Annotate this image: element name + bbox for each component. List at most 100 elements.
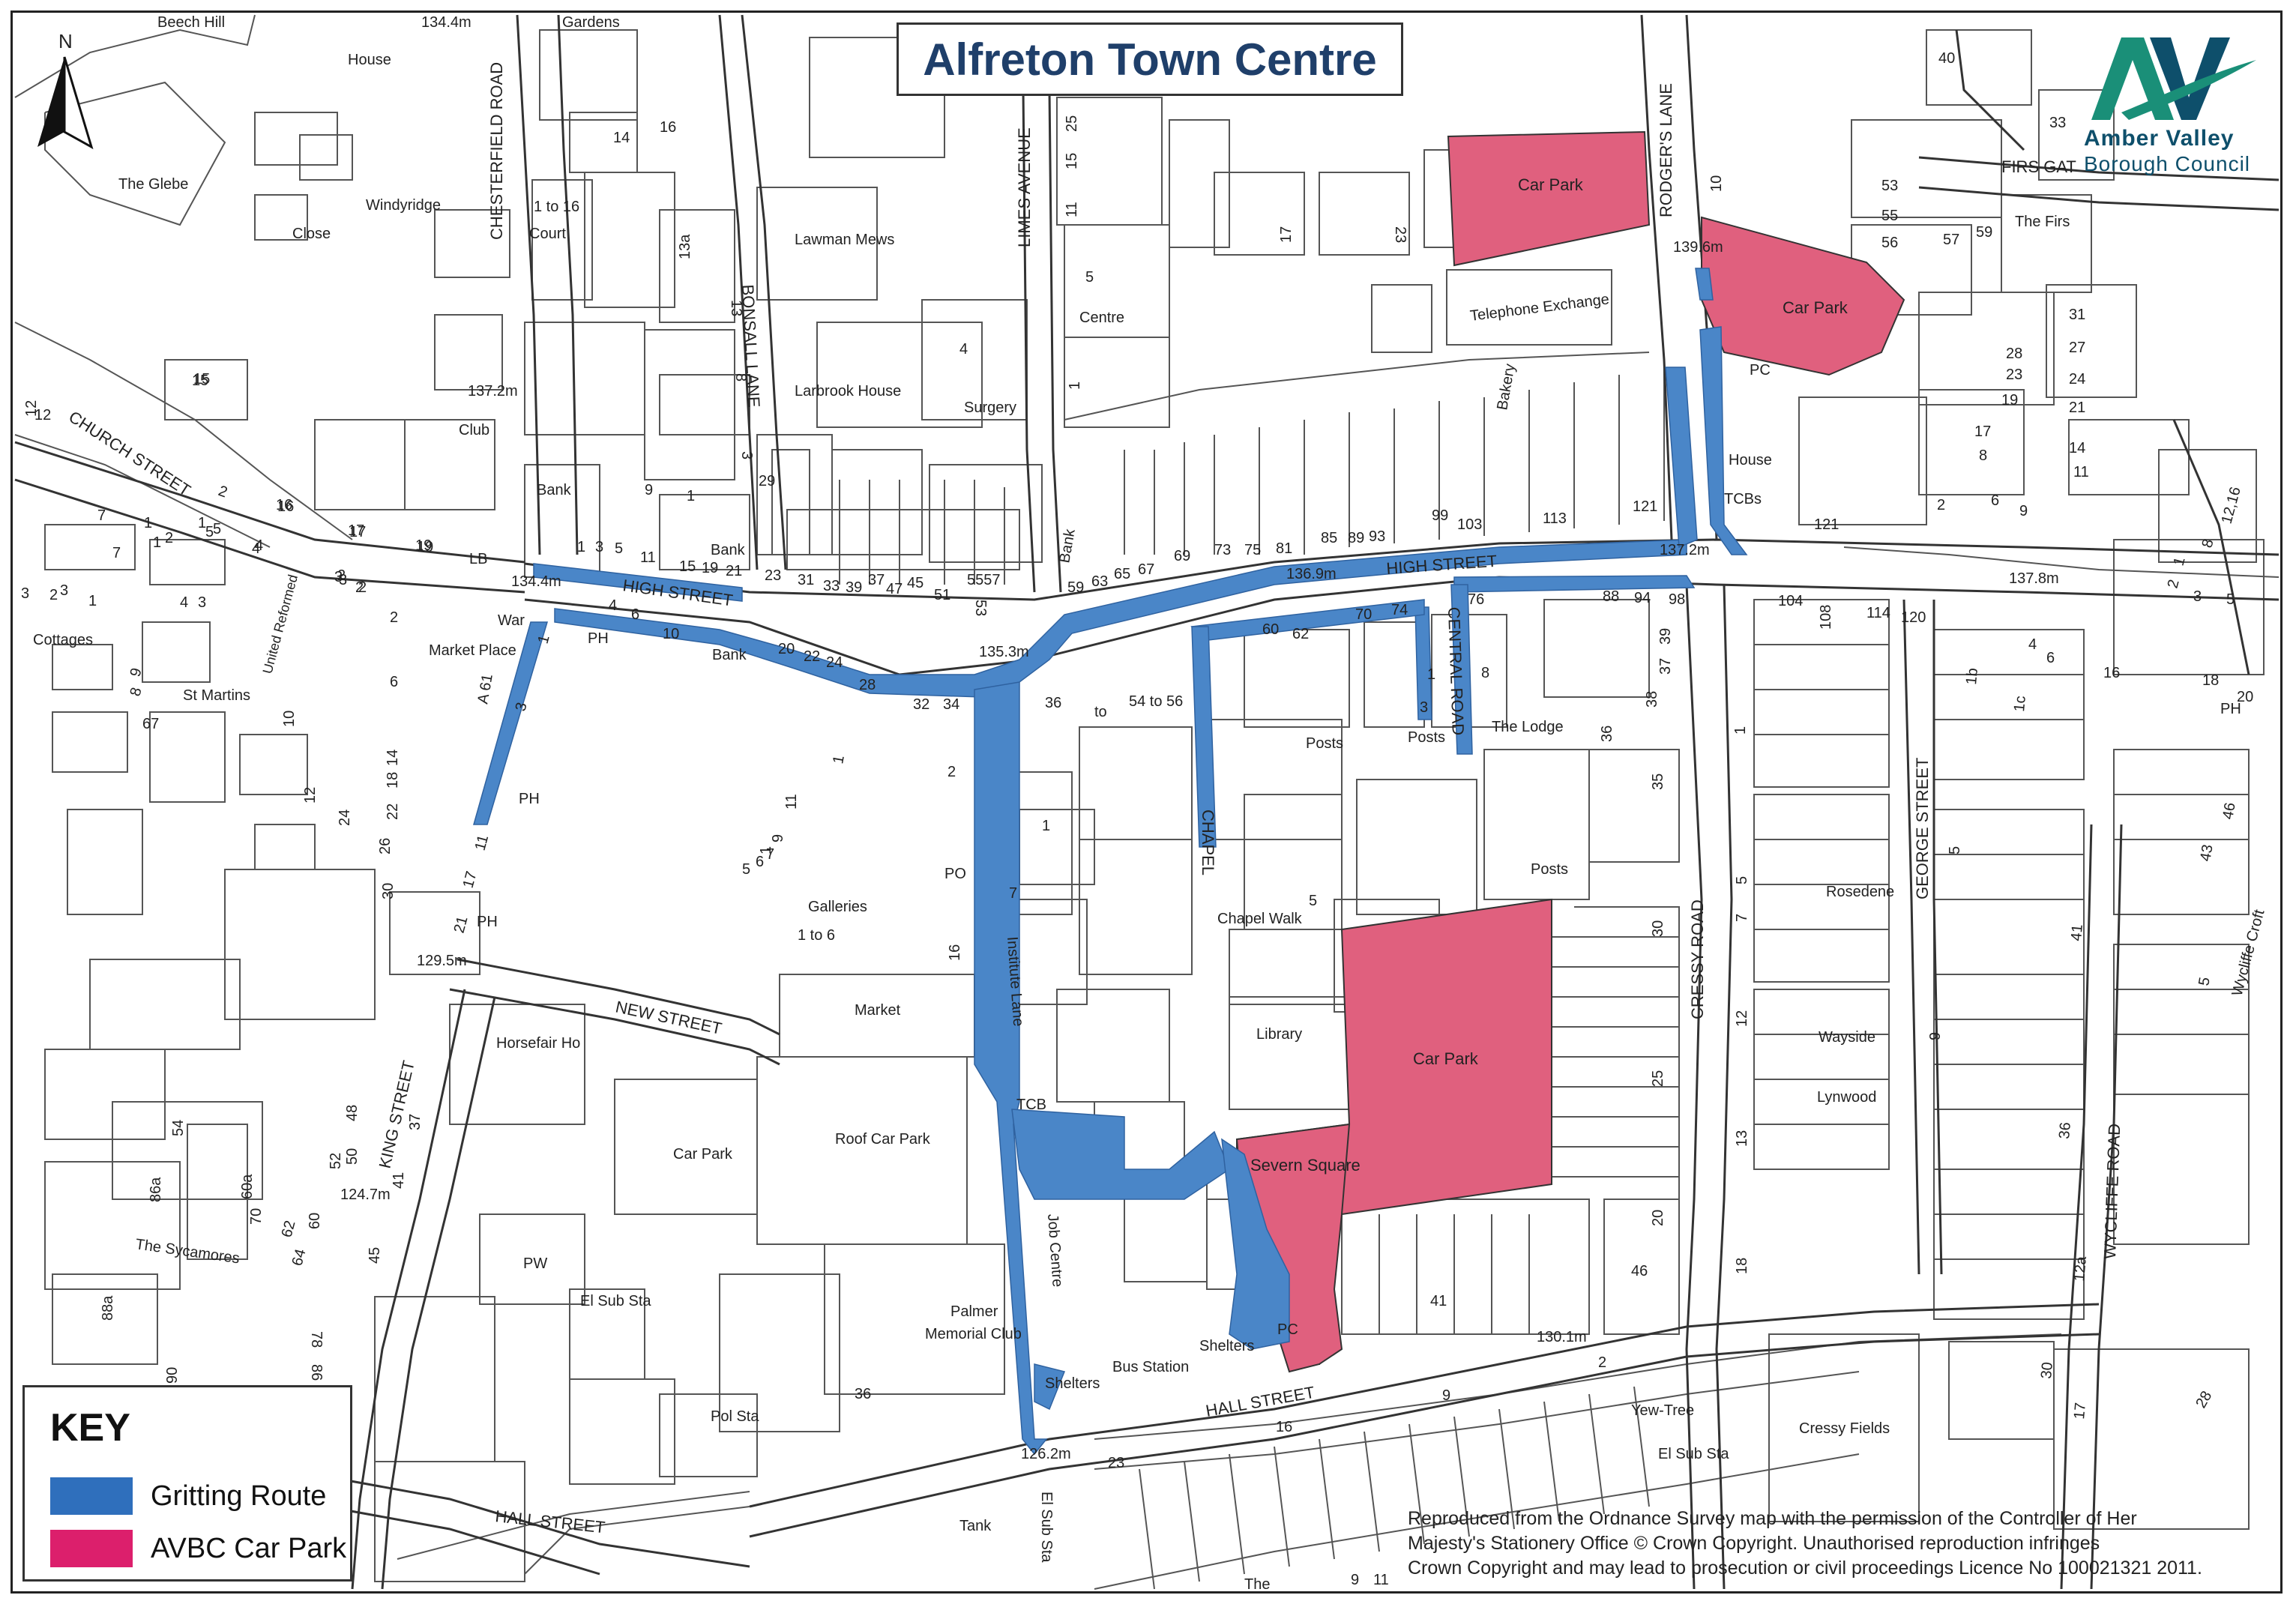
map-label-numbers-n-33: 33 xyxy=(2049,115,2066,131)
map-label-numbers-e-16d: 16 xyxy=(947,944,963,961)
map-label-numbers-w-36: 36 xyxy=(855,1386,871,1402)
map-label-numbers-hs-89: 89 xyxy=(1348,530,1364,546)
map-label-numbers-hs-51: 51 xyxy=(934,587,950,603)
map-label-numbers-hs-28: 28 xyxy=(859,677,876,693)
map-label-numbers-w-4c: 4 xyxy=(255,537,263,554)
map-label-numbers-hs-22: 22 xyxy=(804,648,820,665)
map-label-numbers-e-8: 8 xyxy=(2199,537,2217,549)
map-label-places-shelters2: Shelters xyxy=(1199,1338,1254,1354)
map-label-numbers-w-6b: 6 xyxy=(756,854,764,870)
map-label-numbers-n-17c: 17 xyxy=(348,522,364,539)
map-label-heights-h2: 137.2m xyxy=(468,383,518,400)
map-label-numbers-e-17: 17 xyxy=(2071,1402,2089,1420)
map-label-numbers-w-86: 86 xyxy=(308,1364,325,1381)
key-label-avbc-car-park: AVBC Car Park xyxy=(151,1532,347,1564)
map-label-numbers-n-15b: 15 xyxy=(192,373,208,389)
map-label-numbers-w-50: 50 xyxy=(344,1148,361,1165)
map-label-numbers-n-31: 31 xyxy=(2069,307,2085,323)
grit-rodgers-lane-north xyxy=(1695,268,1714,301)
map-label-places-posts3: Posts xyxy=(1531,861,1568,878)
map-label-places-centre: Centre xyxy=(1079,310,1124,326)
map-label-numbers-n-59: 59 xyxy=(1976,224,1992,241)
map-label-numbers-w-2b: 2 xyxy=(216,483,229,501)
street-limes-avenue: LIMES AVENUE xyxy=(1015,127,1034,247)
north-label: N xyxy=(58,30,73,52)
map-label-numbers-e-20b: 20 xyxy=(1650,1210,1666,1226)
map-label-numbers-n-23b: 23 xyxy=(1392,226,1408,243)
map-label-places-telephone: Telephone Exchange xyxy=(1469,291,1610,325)
map-label-numbers-hs-70: 70 xyxy=(1355,606,1372,623)
map-label-places-court: Court xyxy=(529,226,566,242)
grit-tcb-loop xyxy=(1011,1109,1230,1200)
map-label-heights-h11: 130.1m xyxy=(1537,1329,1587,1345)
map-label-places-lb: LB xyxy=(469,551,487,567)
map-label-numbers-w-60: 60 xyxy=(307,1213,323,1229)
map-label-numbers-e-18: 18 xyxy=(2202,672,2219,689)
building-outlines xyxy=(14,14,2280,1590)
map-label-places-ph1: PH xyxy=(588,630,609,647)
map-label-numbers-e-5e: 5 xyxy=(1309,893,1317,909)
map-label-numbers-hs-62: 62 xyxy=(1292,626,1309,642)
car-park-areas xyxy=(1235,130,1905,1373)
map-label-numbers-hs-81: 81 xyxy=(1276,540,1292,557)
map-label-numbers-e-7: 7 xyxy=(1734,914,1750,922)
map-label-places-car-park-plain: Car Park xyxy=(673,1146,733,1163)
map-label-numbers-hs-10: 10 xyxy=(663,626,679,642)
map-label-numbers-e-7b: 7 xyxy=(1009,885,1017,902)
grit-high-street-north-strip xyxy=(1665,367,1698,549)
copyright-line-1: Reproduced from the Ordnance Survey map … xyxy=(1408,1508,2137,1529)
map-label-numbers-e-36b: 36 xyxy=(1599,726,1615,742)
map-label-numbers-n-55: 55 xyxy=(1881,208,1898,224)
grit-high-street-central xyxy=(554,539,1687,698)
map-label-numbers-hs-69: 69 xyxy=(1174,548,1190,564)
map-label-numbers-hs-53: 53 xyxy=(972,600,989,616)
map-label-numbers-w-11: 11 xyxy=(472,833,492,853)
map-label-numbers-hs-31: 31 xyxy=(798,572,814,588)
car-park-label-severn: Severn Square xyxy=(1250,1156,1361,1175)
map-label-numbers-e-1h: 1 xyxy=(830,754,848,765)
map-label-places-lawman-mews: Lawman Mews xyxy=(795,232,894,248)
street-chesterfield-road: CHESTERFIELD ROAD xyxy=(487,62,506,240)
map-label-numbers-e-16c: 16 xyxy=(1276,1419,1292,1435)
map-label-numbers-e-4: 4 xyxy=(2028,636,2037,653)
map-label-numbers-e-1f: 1 xyxy=(1427,666,1435,683)
map-label-numbers-w-26: 26 xyxy=(377,838,394,854)
map-label-numbers-hs-54to56: 54 to 56 xyxy=(1129,693,1183,710)
map-label-numbers-n-28: 28 xyxy=(2006,346,2022,362)
map-label-numbers-n-9b: 9 xyxy=(645,482,653,498)
map-label-places-palmer: Palmer xyxy=(950,1303,998,1320)
map-label-places-bank1: Bank xyxy=(537,482,572,498)
map-label-numbers-n-2: 2 xyxy=(1937,497,1945,513)
map-label-numbers-hs-1: 1 xyxy=(577,539,585,555)
street-chapel: CHAPEL xyxy=(1199,809,1217,875)
street-george-street: GEORGE STREET xyxy=(1913,758,1932,899)
map-label-numbers-e-13: 13 xyxy=(1734,1130,1750,1147)
map-label-numbers-hs-98: 98 xyxy=(1669,591,1685,608)
map-label-numbers-n-7: 7 xyxy=(97,507,106,524)
map-label-places-bakery: Bakery xyxy=(1494,363,1518,411)
map-label-numbers-n-1d: 1 xyxy=(88,593,97,609)
street-central-road: CENTRAL ROAD xyxy=(1444,606,1468,735)
map-label-numbers-hs-24: 24 xyxy=(826,654,843,671)
map-label-numbers-hs-120: 120 xyxy=(1901,609,1926,626)
map-label-numbers-w-2d: 2 xyxy=(358,579,367,596)
map-label-numbers-hs-88: 88 xyxy=(1603,588,1619,605)
map-label-numbers-w-2c: 2 xyxy=(337,567,346,584)
car-park-label-cressy: Car Park xyxy=(1413,1049,1479,1068)
map-label-numbers-n-24: 24 xyxy=(2069,371,2085,388)
map-label-places-yew-tree: Yew-Tree xyxy=(1631,1402,1694,1419)
map-title-box: Alfreton Town Centre xyxy=(897,22,1403,96)
map-label-numbers-hs-5: 5 xyxy=(615,540,623,557)
map-label-numbers-e-11: 11 xyxy=(1373,1572,1389,1588)
map-label-numbers-hs-32: 32 xyxy=(913,696,929,713)
map-label-numbers-hs-121: 121 xyxy=(1633,498,1657,515)
map-label-numbers-e-46b: 46 xyxy=(1631,1263,1648,1279)
map-label-places-market-place: Market Place xyxy=(429,642,516,659)
map-label-numbers-hs-99: 99 xyxy=(1432,507,1448,524)
map-label-numbers-e-30b: 30 xyxy=(1650,920,1666,937)
map-label-places-chapel-walk: Chapel Walk xyxy=(1217,911,1303,927)
map-label-numbers-e-30: 30 xyxy=(2038,1361,2056,1379)
map-label-numbers-e-9: 9 xyxy=(1927,1032,1944,1040)
map-label-numbers-e-1: 1 xyxy=(2171,555,2189,567)
